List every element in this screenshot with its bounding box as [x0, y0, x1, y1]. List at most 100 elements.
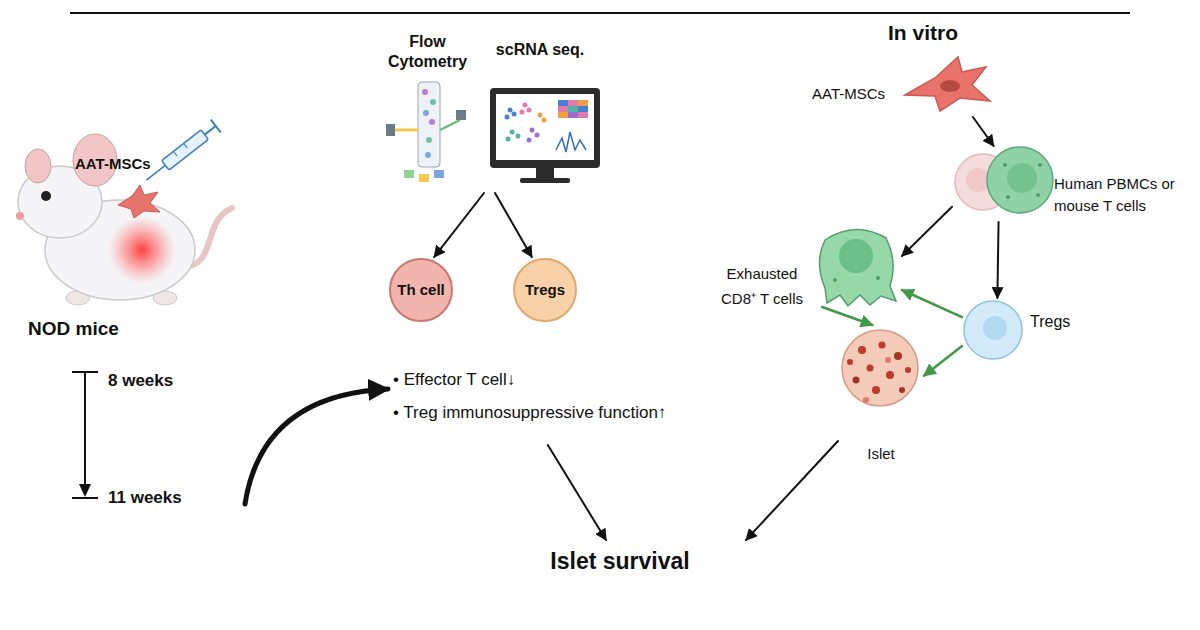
flow-particle: [422, 89, 428, 95]
monitor-stand: [536, 168, 554, 178]
flow-particle: [426, 137, 432, 143]
treg-group: Tregs: [962, 298, 1080, 362]
syringe-plunger: [205, 126, 216, 135]
heatmap-cell: [558, 112, 568, 118]
assay-group: Flow CytometryscRNA seq.: [385, 28, 605, 193]
t-cell: [987, 147, 1053, 213]
laser-source: [386, 124, 395, 136]
islet-cell-dot: [858, 346, 866, 354]
diagram-text: 11 weeks: [108, 488, 208, 508]
islet-cell-dot: [879, 342, 886, 349]
arrow-connector: [997, 222, 998, 298]
diagram-text: Tregs: [1030, 312, 1080, 331]
heatmap-cell: [568, 112, 578, 118]
arrow-connector: [902, 290, 962, 317]
islet-cell-dot: [886, 371, 894, 379]
flow-particle: [425, 152, 431, 158]
scatter-beam: [440, 120, 460, 130]
outcome-box: Islet survival: [480, 540, 760, 585]
msc-group: AAT-MSCs: [812, 52, 997, 117]
umap-dot: [538, 113, 543, 118]
pbmc-group: Human PBMCs or mouse T cells: [952, 146, 1197, 222]
diagram-text: 8 weeks: [108, 371, 208, 391]
arrow-connector: [548, 445, 606, 540]
diagram-text: AAT-MSCs: [812, 85, 907, 103]
cell-nucleus: [839, 239, 873, 273]
umap-dot: [510, 130, 515, 135]
cell-nucleus: [1007, 163, 1037, 193]
flow-tube: [418, 82, 440, 167]
diagram-text: Exhausted CD8⁺ T cells: [712, 262, 812, 312]
laser-beam: [394, 129, 418, 132]
heatmap-cell: [558, 106, 568, 112]
diagram-text: Human PBMCs or mouse T cells: [1054, 173, 1194, 217]
diagram-text: AAT-MSCs: [75, 155, 175, 173]
flow-particle: [423, 110, 429, 116]
timeline-line: [84, 372, 86, 488]
cell-granule: [1006, 195, 1010, 199]
th-cell-circle: Th cell: [388, 257, 454, 323]
syringe-icon: [141, 120, 220, 187]
umap-dot: [523, 103, 528, 108]
heatmap-cell: [578, 112, 588, 118]
diagram-text: • Effector T cell↓: [393, 370, 723, 390]
umap-dot: [530, 128, 535, 133]
heatmap-cell: [558, 100, 568, 106]
umap-dot: [542, 118, 547, 123]
msc-cell: [118, 185, 160, 218]
umap-dot: [516, 134, 521, 139]
cell-nucleus: [983, 316, 1007, 340]
timeline-tick: [72, 497, 98, 499]
islet-cell-dot: [899, 387, 905, 393]
islet-cell-dot: [885, 357, 891, 363]
cell-nucleus: [940, 80, 960, 92]
treg-circle: Tregs: [512, 257, 578, 323]
cell-granule: [876, 276, 880, 280]
islet-cell-dot: [863, 397, 869, 403]
diagram-text: Tregs: [512, 257, 578, 323]
syringe-marks: [173, 151, 177, 156]
umap-dot: [508, 108, 513, 113]
exhausted-t-cell: [820, 229, 897, 306]
diagram-text: NOD mice: [28, 318, 168, 341]
syringe-marks: [184, 143, 188, 148]
diagram-text: Flow Cytometry: [385, 32, 470, 72]
detector: [434, 170, 444, 178]
arrow-connector: [902, 207, 952, 256]
treg-cell: [964, 301, 1022, 359]
islet-cell-dot: [872, 386, 880, 394]
islet-cell-dot: [853, 377, 860, 384]
diagram-text: Islet survival: [480, 548, 760, 576]
monitor-icon: [490, 88, 600, 183]
flow-particle: [430, 99, 436, 105]
islet-cell-dot: [867, 365, 874, 372]
islet-cell-dot: [894, 352, 902, 360]
islet-cell-dot: [905, 367, 911, 373]
heatmap-cell: [568, 106, 578, 112]
umap-dot: [527, 138, 532, 143]
diagram-text: Th cell: [388, 257, 454, 323]
detector: [456, 110, 466, 120]
diagram-text: Islet: [858, 445, 904, 463]
umap-dot: [512, 112, 517, 117]
cell-granule: [833, 278, 837, 282]
arrow-connector: [245, 389, 388, 504]
mouse-illustration: [16, 134, 232, 305]
islet-cell-dot: [847, 359, 853, 365]
detector: [404, 170, 414, 178]
cell-granule: [1003, 163, 1007, 167]
heatmap-cell: [568, 100, 578, 106]
arrow-connector: [924, 346, 962, 376]
timeline-arrowhead: [79, 484, 91, 497]
arrow-connector: [973, 117, 994, 146]
timeline-tick: [72, 371, 98, 373]
header-rule: [70, 12, 1130, 14]
heatmap-cell: [578, 100, 588, 106]
mouse-ear: [25, 149, 51, 183]
exhausted-cd8-group: Exhausted CD8⁺ T cells: [712, 222, 902, 307]
mouse-nose: [16, 212, 24, 220]
arrow-connector: [495, 193, 532, 257]
monitor-base: [520, 178, 570, 183]
